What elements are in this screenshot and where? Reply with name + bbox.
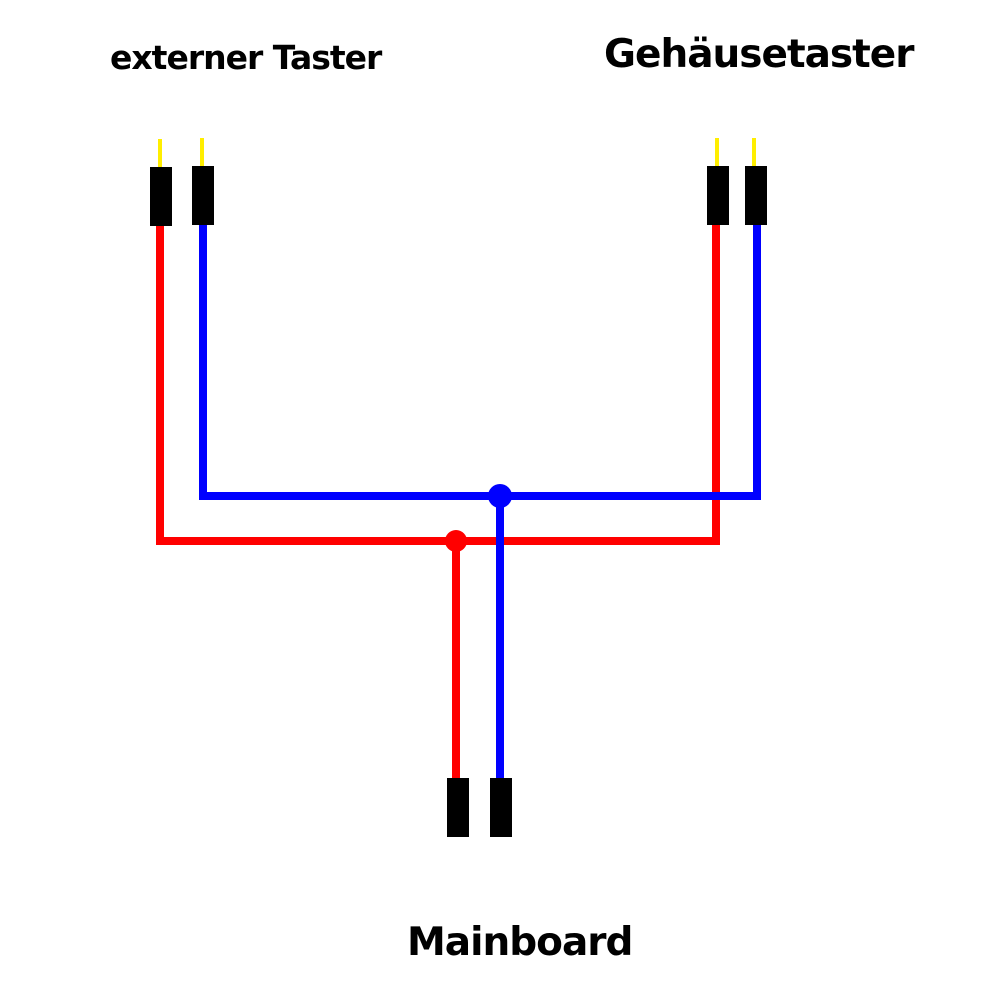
pin-ext-1 [158,139,162,168]
mainboard-label: Mainboard [407,920,633,965]
connector-mainboard-2 [490,778,512,837]
red-wire-loop [156,225,720,545]
pin-case-2 [752,138,756,167]
case-button-label: Gehäusetaster [604,32,914,77]
connector-mainboard-1 [447,778,469,837]
blue-junction-dot [488,484,512,508]
pin-ext-2 [200,138,204,167]
connector-ext-1 [150,167,172,226]
connector-ext-2 [192,166,214,225]
external-button-label: externer Taster [110,38,382,77]
connector-case-1 [707,166,729,225]
connector-case-2 [745,166,767,225]
connectors [150,166,767,837]
pins [158,138,756,168]
pin-case-1 [715,138,719,167]
blue-wire-loop [199,225,761,500]
red-junction-dot [445,530,467,552]
